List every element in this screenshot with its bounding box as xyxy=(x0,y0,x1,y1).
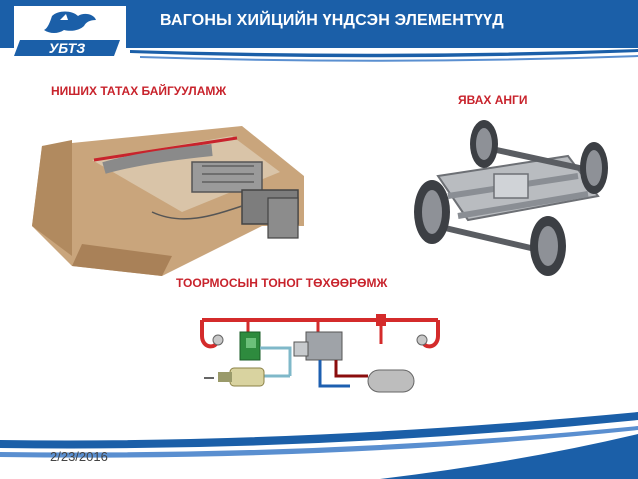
logo-text: УБТЗ xyxy=(49,40,85,56)
header-stripes xyxy=(130,49,638,62)
bogie-illustration xyxy=(414,120,608,276)
footer-stripes xyxy=(0,412,638,479)
bogie-label: ЯВАХ АНГИ xyxy=(458,93,528,107)
brake-schematic xyxy=(200,314,440,393)
coupler-label: НИШИХ ТАТАХ БАЙГУУЛАМЖ xyxy=(51,84,227,98)
slide-date: 2/23/2016 xyxy=(50,449,108,464)
coupler-illustration xyxy=(32,126,304,276)
slide-title: ВАГОНЫ ХИЙЦИЙН ҮНДСЭН ЭЛЕМЕНТҮҮД xyxy=(160,12,504,29)
slide-header: УБТЗ ВАГОНЫ ХИЙЦИЙН ҮНДСЭН ЭЛЕМЕНТҮҮД xyxy=(0,0,638,70)
brake-label: ТООРМОСЫН ТОНОГ ТӨХӨӨРӨМЖ xyxy=(176,276,388,290)
company-logo: УБТЗ xyxy=(14,6,126,66)
